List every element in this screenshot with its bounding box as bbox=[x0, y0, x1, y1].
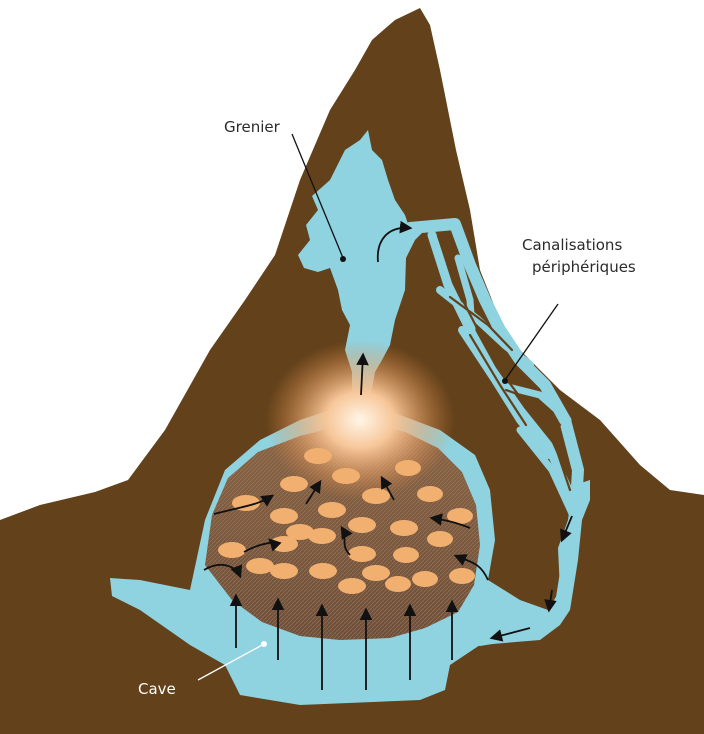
cell bbox=[362, 565, 390, 581]
cell bbox=[218, 542, 246, 558]
cell bbox=[304, 448, 332, 464]
cell bbox=[338, 578, 366, 594]
cell bbox=[393, 547, 419, 563]
label-attic: Grenier bbox=[224, 118, 281, 136]
cell bbox=[427, 531, 453, 547]
pointer-dot bbox=[502, 378, 508, 384]
cell bbox=[348, 546, 376, 562]
cell bbox=[385, 576, 411, 592]
cell bbox=[280, 476, 308, 492]
cell bbox=[412, 571, 438, 587]
pointer-dot bbox=[340, 256, 346, 262]
cell bbox=[332, 468, 360, 484]
pointer-dot bbox=[261, 641, 267, 647]
cell bbox=[449, 568, 475, 584]
cell bbox=[309, 563, 337, 579]
cell bbox=[348, 517, 376, 533]
cell bbox=[417, 486, 443, 502]
cell bbox=[246, 558, 274, 574]
label-peripheral-line2: périphériques bbox=[532, 258, 636, 276]
cell bbox=[270, 563, 298, 579]
cell bbox=[270, 536, 298, 552]
label-cellar: Cave bbox=[138, 680, 176, 698]
cell bbox=[318, 502, 346, 518]
cell bbox=[270, 508, 298, 524]
cell bbox=[395, 460, 421, 476]
label-peripheral-line1: Canalisations bbox=[522, 236, 622, 254]
cell bbox=[362, 488, 390, 504]
cell bbox=[390, 520, 418, 536]
cell bbox=[308, 528, 336, 544]
